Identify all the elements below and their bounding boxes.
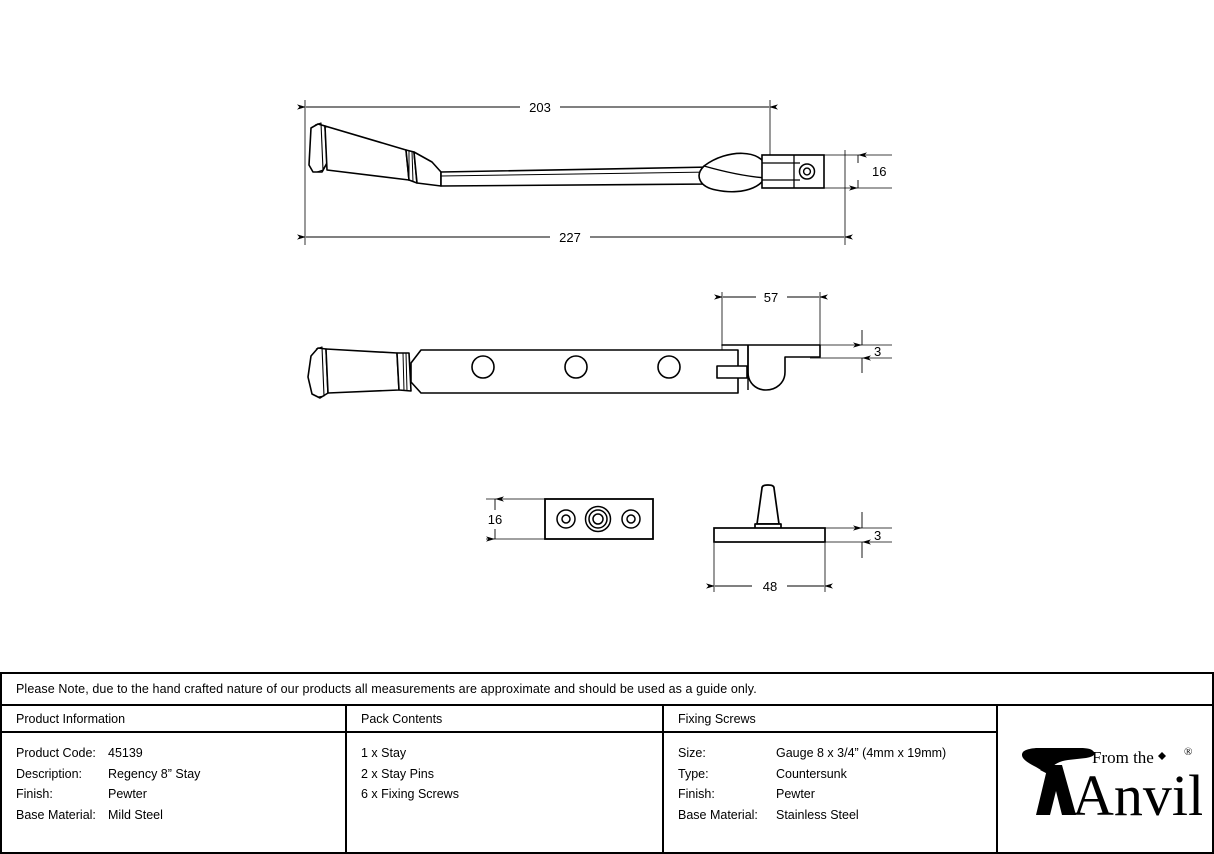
dimension-3-plan-label: 3 bbox=[874, 344, 881, 359]
pack-contents-body: 1 x Stay 2 x Stay Pins 6 x Fixing Screws bbox=[347, 733, 662, 805]
table-columns: Product Information Product Code: 45139 … bbox=[2, 706, 1212, 854]
table-row: Product Code: 45139 bbox=[16, 743, 345, 764]
anvil-icon bbox=[1022, 748, 1095, 815]
logo-wordmark-text: Anvil bbox=[1072, 763, 1202, 823]
list-item: 1 x Stay bbox=[361, 746, 407, 760]
table-row: Base Material: Mild Steel bbox=[16, 805, 345, 826]
dimension-16-side-label: 16 bbox=[872, 164, 886, 179]
screw-base-material-label: Base Material: bbox=[678, 807, 758, 822]
product-code-value: 45139 bbox=[108, 746, 143, 760]
column-product-information: Product Information Product Code: 45139 … bbox=[2, 706, 347, 854]
fixing-screws-body: Size: Gauge 8 x 3/4” (4mm x 19mm) Type: … bbox=[664, 733, 996, 825]
stay-hook-plan bbox=[716, 344, 821, 391]
from-the-anvil-logo: Anvil From the ® bbox=[1006, 737, 1202, 823]
from-the-anvil-logo-svg: Anvil From the ® bbox=[1022, 746, 1202, 823]
table-row: Type: Countersunk bbox=[678, 764, 996, 785]
product-information-body: Product Code: 45139 Description: Regency… bbox=[2, 733, 345, 825]
extension-lines-plan bbox=[721, 292, 892, 359]
plan-view: 57 3 bbox=[307, 290, 892, 399]
bar-hole-2 bbox=[564, 355, 588, 379]
dimension-48: 48 bbox=[706, 579, 833, 594]
side-elevation-view: 203 227 16 bbox=[297, 100, 892, 245]
table-row: Finish: Pewter bbox=[16, 784, 345, 805]
dimension-57-label: 57 bbox=[764, 290, 778, 305]
dimension-48-label: 48 bbox=[763, 579, 777, 594]
screw-size-value: Gauge 8 x 3/4” (4mm x 19mm) bbox=[776, 746, 947, 760]
list-item: 6 x Fixing Screws bbox=[361, 787, 459, 801]
product-code-label: Product Code: bbox=[16, 746, 96, 760]
plate-hole-left-inner bbox=[561, 514, 571, 524]
stay-handle-side bbox=[308, 122, 713, 187]
screw-type-label: Type: bbox=[678, 766, 709, 781]
dimension-16-pin: 16 bbox=[486, 496, 504, 542]
stay-pin-plate-holes bbox=[556, 505, 641, 533]
stay-pin-peg bbox=[754, 484, 782, 530]
registered-trademark-icon: ® bbox=[1184, 746, 1192, 758]
stay-arm-teardrop bbox=[698, 152, 768, 193]
disclaimer-text: Please Note, due to the hand crafted nat… bbox=[16, 681, 757, 696]
description-value: Regency 8” Stay bbox=[108, 766, 201, 781]
product-information-heading: Product Information bbox=[2, 706, 345, 733]
pack-contents-heading: Pack Contents bbox=[347, 706, 662, 733]
dimension-3-pin-label: 3 bbox=[874, 528, 881, 543]
stay-pin-elevation-view: 48 3 bbox=[706, 484, 892, 594]
table-row: Base Material: Stainless Steel bbox=[678, 805, 996, 826]
screw-finish-value: Pewter bbox=[776, 787, 815, 801]
stay-end-block bbox=[761, 154, 825, 189]
plate-hole-right-inner bbox=[626, 514, 636, 524]
dimension-203: 203 bbox=[297, 100, 778, 115]
peg-hole-inner bbox=[802, 167, 812, 176]
screw-type-value: Countersunk bbox=[776, 766, 847, 781]
stay-pin-plan-view: 16 bbox=[486, 496, 654, 542]
column-pack-contents: Pack Contents 1 x Stay 2 x Stay Pins 6 x… bbox=[347, 706, 664, 854]
product-information-table: Please Note, due to the hand crafted nat… bbox=[0, 672, 1214, 854]
stay-pin-base-plate bbox=[713, 527, 826, 543]
bar-hole-1 bbox=[471, 355, 495, 379]
technical-drawing-area: 203 227 16 bbox=[297, 100, 892, 594]
table-row: Description: Regency 8” Stay bbox=[16, 764, 345, 785]
fixing-screws-heading: Fixing Screws bbox=[664, 706, 996, 733]
technical-drawing-svg: 203 227 16 bbox=[297, 100, 892, 594]
stay-bar-holes bbox=[471, 355, 681, 379]
plate-hole-centre-inner bbox=[592, 513, 604, 525]
stay-handle-plan bbox=[307, 346, 412, 399]
screw-base-material-value: Stainless Steel bbox=[776, 807, 859, 822]
description-label: Description: bbox=[16, 766, 82, 781]
dimension-227: 227 bbox=[297, 230, 853, 245]
dimension-3-pin: 3 bbox=[853, 512, 881, 558]
dimension-16-side: 16 bbox=[849, 152, 886, 191]
table-row: Size: Gauge 8 x 3/4” (4mm x 19mm) bbox=[678, 743, 996, 764]
column-fixing-screws: Fixing Screws Size: Gauge 8 x 3/4” (4mm … bbox=[664, 706, 998, 854]
dimension-203-label: 203 bbox=[529, 100, 551, 115]
list-item: 2 x Stay Pins bbox=[361, 766, 434, 781]
finish-value: Pewter bbox=[108, 787, 147, 801]
dimension-57: 57 bbox=[714, 290, 828, 305]
column-brand-logo: Anvil From the ® bbox=[998, 706, 1210, 854]
logo-tagline-text: From the bbox=[1092, 748, 1154, 767]
dimension-16-pin-label: 16 bbox=[488, 512, 502, 527]
diamond-icon bbox=[1158, 752, 1166, 760]
base-material-label: Base Material: bbox=[16, 807, 96, 822]
dimension-3-plan: 3 bbox=[853, 330, 881, 373]
screw-size-label: Size: bbox=[678, 746, 706, 760]
base-material-value: Mild Steel bbox=[108, 807, 163, 822]
table-row: Finish: Pewter bbox=[678, 784, 996, 805]
screw-finish-label: Finish: bbox=[678, 787, 715, 801]
finish-label: Finish: bbox=[16, 787, 53, 801]
dimension-227-label: 227 bbox=[559, 230, 581, 245]
disclaimer-row: Please Note, due to the hand crafted nat… bbox=[2, 674, 1212, 706]
bar-hole-3 bbox=[657, 355, 681, 379]
